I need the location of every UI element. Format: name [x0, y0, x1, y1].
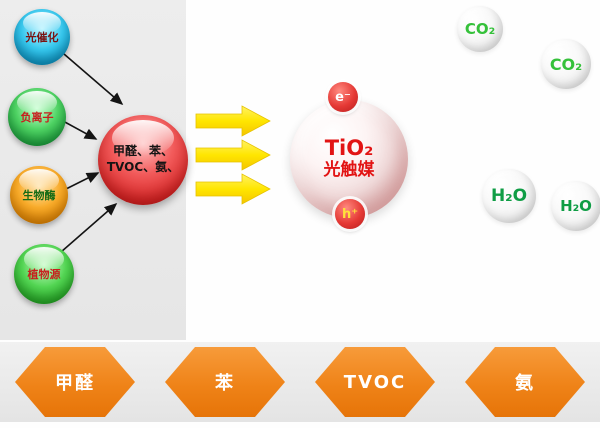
h2o-label: H₂O: [560, 197, 592, 215]
pollutants-sphere: 甲醛、苯、 TVOC、氨、: [98, 115, 188, 205]
h2o-label: H₂O: [490, 186, 528, 206]
connector-arrow-plant-source: [60, 202, 118, 253]
hexagon-label: 氨: [515, 373, 535, 394]
h2o-bubble: H₂O: [551, 181, 600, 231]
connector-arrow-negative-ion: [62, 120, 98, 140]
hexagon-label: 苯: [215, 373, 235, 394]
connector-arrow-photocatalysis: [63, 53, 124, 106]
source-sphere-negative-ion: 负离子: [8, 88, 66, 146]
source-sphere-label: 植物源: [27, 268, 61, 281]
source-sphere-bio-enzyme: 生物酶: [10, 166, 68, 224]
pollutants-line-2: TVOC、氨、: [106, 160, 180, 174]
hole-badge: h⁺: [335, 199, 365, 229]
electron-badge: e⁻: [328, 82, 358, 112]
source-sphere-label: 负离子: [20, 111, 54, 124]
co2-bubble: CO₂: [541, 39, 591, 89]
source-sphere-label: 生物酶: [22, 189, 56, 202]
flow-arrow-icon: [195, 173, 271, 205]
pollutants-sphere-text: 甲醛、苯、 TVOC、氨、: [107, 144, 179, 175]
pollutants-line-1: 甲醛、苯、: [112, 144, 173, 159]
co2-label: CO₂: [549, 54, 583, 74]
co2-label: CO₂: [464, 20, 496, 38]
flow-arrow-icon: [195, 105, 271, 137]
h2o-bubble: H₂O: [482, 169, 536, 223]
hexagon-label: 甲醛: [55, 373, 95, 394]
source-sphere-label: 光催化: [25, 31, 59, 44]
catalyst-name: 光触媒: [323, 160, 375, 181]
catalyst-formula: TiO₂: [324, 136, 374, 161]
flow-arrow-icon: [195, 139, 271, 171]
catalyst-bubble: TiO₂ 光触媒: [290, 100, 408, 218]
co2-bubble: CO₂: [457, 6, 503, 52]
connector-arrow-bio-enzyme: [65, 172, 100, 190]
source-sphere-plant-source: 植物源: [14, 244, 74, 304]
hexagon-label: TVOC: [343, 371, 407, 393]
source-sphere-photocatalysis: 光催化: [14, 9, 70, 65]
